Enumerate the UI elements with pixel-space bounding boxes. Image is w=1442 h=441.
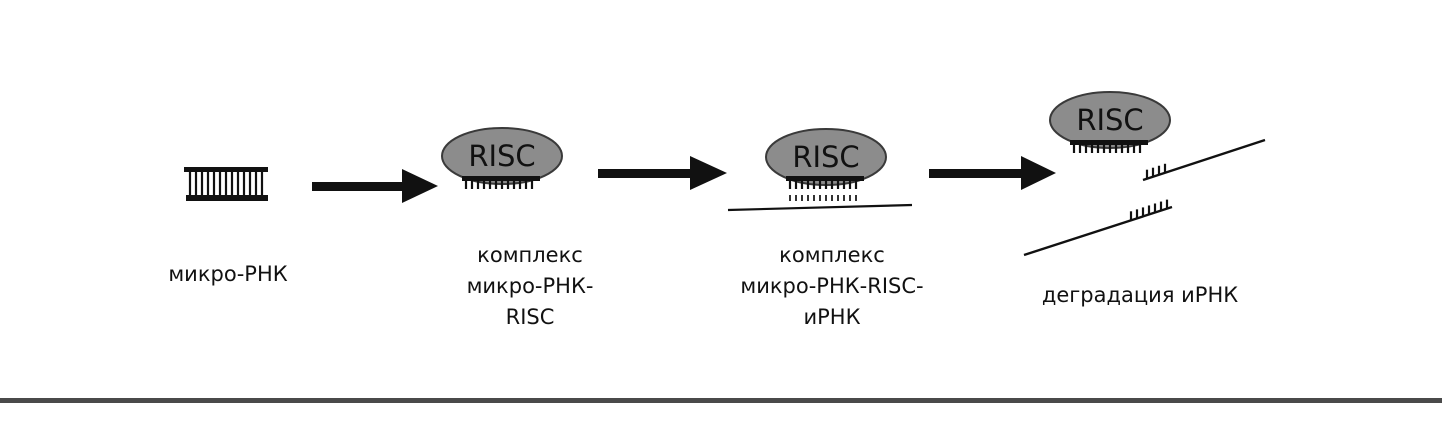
pairing-dot (801, 195, 803, 201)
risc-complex-label: RISC (792, 140, 859, 174)
arrow-2 (598, 156, 727, 190)
label-line: микро-РНК- (466, 274, 594, 298)
pairing-dot (843, 195, 845, 201)
pairing-dot (807, 195, 809, 201)
mrna-fragment-lower (1023, 205, 1173, 257)
pairing-dot (849, 195, 851, 201)
label-line: RISC (505, 305, 555, 329)
step-label-mirna: микро-РНК (128, 259, 328, 290)
pairing-dot (789, 195, 791, 201)
mirna-duplex-icon (184, 167, 268, 201)
pairing-dot (795, 195, 797, 201)
label-line: микро-РНК-RISC- (740, 274, 924, 298)
label-line: иРНК (803, 305, 861, 329)
step-label-mrna-degradation: деградация иРНК (1010, 280, 1270, 311)
mrna-fragment-upper (1142, 138, 1266, 182)
label-line: комплекс (477, 243, 583, 267)
pairing-dot (831, 195, 833, 201)
arrow-3 (929, 156, 1056, 190)
risc-complex: RISC (441, 127, 563, 189)
step-label-mirna-risc-complex: комплекс микро-РНК- RISC (430, 240, 630, 333)
label-line: деградация иРНК (1041, 283, 1239, 307)
mrna-strand (727, 203, 913, 212)
mrna-degradation: RISC (1023, 91, 1266, 257)
pairing-dot (855, 195, 857, 201)
label-line: микро-РНК (168, 262, 288, 286)
pairing-dot (819, 195, 821, 201)
label-line: комплекс (779, 243, 885, 267)
risc-mrna-complex: RISC (727, 128, 913, 212)
arrow-1 (312, 169, 438, 203)
risc-complex-label: RISC (468, 139, 535, 173)
pairing-dot (825, 195, 827, 201)
step-label-mirna-risc-mrna-complex: комплекс микро-РНК-RISC-иРНК (712, 240, 952, 333)
pairing-dot (813, 195, 815, 201)
risc-complex-label: RISC (1076, 103, 1143, 137)
footer-divider (0, 398, 1442, 403)
pairing-dot (837, 195, 839, 201)
